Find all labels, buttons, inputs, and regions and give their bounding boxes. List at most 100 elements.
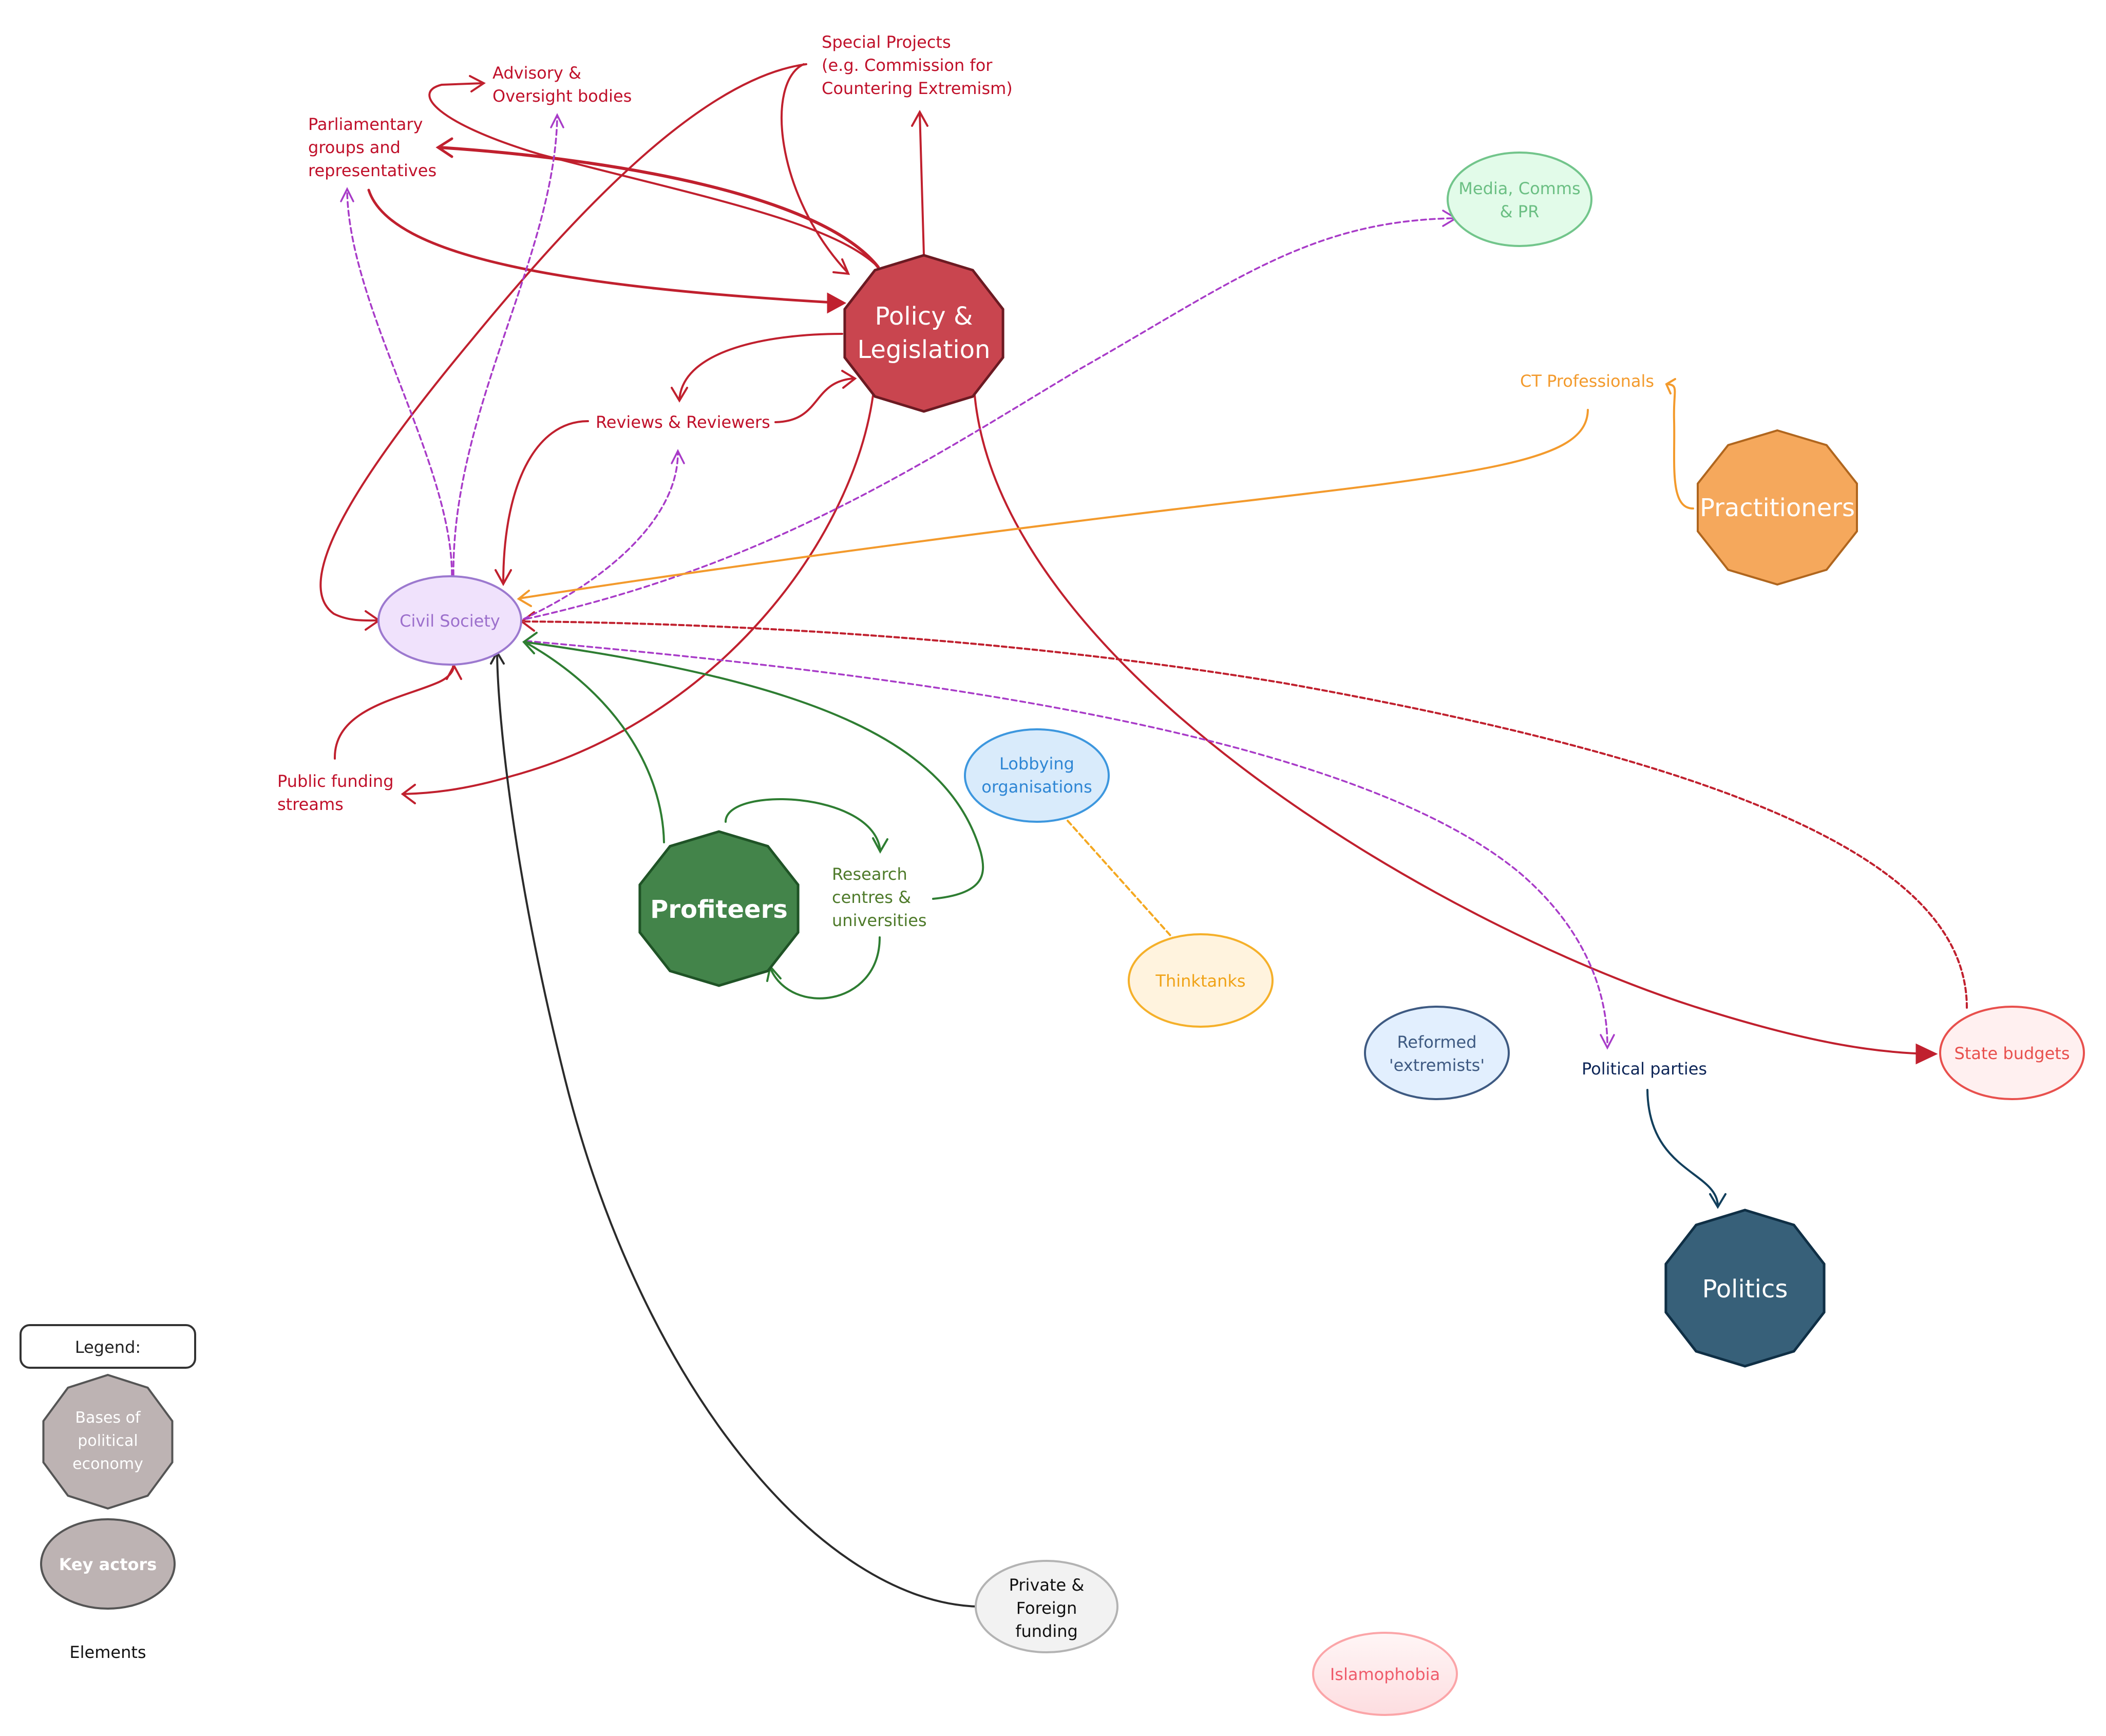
legend-elements-label: Elements — [69, 1643, 146, 1662]
link-civil-society-to-political-parties — [525, 640, 1608, 1046]
link-research-to-profiteers — [769, 936, 881, 999]
arrowhead-parliamentary-purple — [340, 187, 354, 202]
lobbying-label-line2: organisations — [981, 777, 1092, 797]
node-thinktanks[interactable]: Thinktanks — [1128, 933, 1274, 1028]
arrowhead-civil-society-orange — [517, 590, 532, 607]
advisory-line1: Advisory & — [492, 63, 581, 83]
link-civil-society-to-advisory — [452, 116, 558, 576]
node-civil-society[interactable]: Civil Society — [377, 575, 522, 666]
arrowhead-ct-professionals — [1665, 378, 1676, 394]
legend: Legend: Bases of political economy Key a… — [20, 1324, 196, 1662]
political-parties-label: Political parties — [1582, 1059, 1707, 1079]
private-label-line3: funding — [1015, 1621, 1078, 1641]
reviews-label: Reviews & Reviewers — [596, 412, 770, 432]
legend-bases-line1: Bases of — [75, 1409, 141, 1427]
link-policy-to-reviews — [678, 333, 843, 401]
arrowhead-special-projects — [911, 109, 928, 127]
arrowhead-reviews — [671, 387, 688, 403]
link-special-projects-to-policy — [781, 63, 848, 273]
element-parliamentary-groups[interactable]: Parliamentary groups and representatives — [308, 115, 437, 180]
arrowhead-reviews-purple — [671, 449, 685, 464]
arrowhead-advisory-purple — [550, 113, 564, 128]
link-policy-to-state-budgets — [974, 394, 1932, 1055]
ct-professionals-label: CT Professionals — [1520, 371, 1654, 391]
node-reformed-extremists[interactable]: Reformed 'extremists' — [1364, 1006, 1510, 1100]
link-reviews-to-civil-society — [502, 420, 589, 584]
link-policy-to-parliamentary — [438, 146, 880, 269]
arrowhead-political-parties — [1600, 1034, 1615, 1050]
node-practitioners[interactable]: Practitioners — [1697, 429, 1858, 586]
node-lobbying-organisations[interactable]: Lobbying organisations — [964, 728, 1110, 823]
arrowhead-policy-from-reviews — [841, 370, 857, 389]
legend-title-box — [20, 1324, 196, 1369]
element-political-parties[interactable]: Political parties — [1582, 1059, 1707, 1079]
arrowhead-research — [872, 837, 888, 854]
arrowhead-state-budgets — [1915, 1043, 1938, 1065]
reformed-label-line2: 'extremists' — [1389, 1055, 1485, 1075]
element-public-funding-streams[interactable]: Public funding streams — [277, 771, 394, 814]
link-parliamentary-to-policy — [367, 188, 844, 305]
policy-label-line1: Policy & — [875, 302, 973, 331]
lobbying-label-line1: Lobbying — [999, 754, 1074, 773]
practitioners-label: Practitioners — [1700, 494, 1855, 522]
node-islamophobia[interactable]: Islamophobia — [1312, 1632, 1458, 1716]
node-profiteers[interactable]: Profiteers — [638, 830, 800, 987]
media-label-line1: Media, Comms — [1458, 179, 1580, 198]
node-state-budgets[interactable]: State budgets — [1939, 1006, 2085, 1100]
link-civil-society-to-media — [525, 217, 1454, 620]
thinktanks-label: Thinktanks — [1155, 971, 1245, 991]
research-line3: universities — [832, 911, 927, 930]
link-special-projects-to-civil-society — [319, 63, 807, 622]
element-reviews-reviewers[interactable]: Reviews & Reviewers — [596, 412, 770, 432]
reformed-label-line1: Reformed — [1397, 1032, 1476, 1052]
link-state-budgets-to-civil-society — [523, 620, 1968, 1009]
profiteers-label: Profiteers — [650, 895, 788, 924]
legend-bases-item: Bases of political economy — [42, 1373, 174, 1510]
arrowhead-policy-left — [827, 292, 847, 314]
public-funding-line1: Public funding — [277, 771, 394, 791]
link-civil-society-to-reviews — [523, 452, 679, 620]
node-politics[interactable]: Politics — [1664, 1209, 1826, 1368]
link-policy-to-public-funding — [402, 394, 874, 795]
arrowhead-policy-from-special — [832, 258, 850, 275]
special-projects-line2: (e.g. Commission for — [822, 55, 993, 75]
arrowhead-civil-society-top — [495, 569, 512, 587]
civil-society-label: Civil Society — [400, 611, 500, 631]
arrowhead-civil-society-bottom — [446, 663, 462, 680]
legend-title: Legend: — [75, 1337, 141, 1357]
legend-key-actors-item: Key actors — [40, 1518, 176, 1610]
private-label-line1: Private & — [1009, 1575, 1085, 1595]
link-profiteers-to-research — [725, 798, 881, 851]
element-advisory-oversight[interactable]: Advisory & Oversight bodies — [492, 63, 632, 106]
media-label-line2: & PR — [1500, 202, 1540, 221]
node-policy-legislation[interactable]: Policy & Legislation — [843, 254, 1004, 413]
link-practitioners-to-ct-professionals — [1666, 383, 1694, 510]
research-line1: Research — [832, 864, 907, 884]
arrowhead-public-funding — [401, 784, 416, 804]
link-political-parties-to-politics — [1646, 1089, 1719, 1205]
element-research-centres[interactable]: Research centres & universities — [832, 864, 927, 930]
arrowhead-parliamentary — [435, 137, 453, 158]
links — [319, 63, 1968, 1608]
private-label-line2: Foreign — [1016, 1598, 1077, 1618]
element-ct-professionals[interactable]: CT Professionals — [1520, 371, 1654, 391]
legend-key-actors-label: Key actors — [59, 1555, 157, 1574]
link-lobbying-thinktanks — [1049, 800, 1188, 955]
link-profiteers-to-civil-society — [524, 641, 665, 843]
state-budgets-label: State budgets — [1955, 1044, 2070, 1063]
public-funding-line2: streams — [277, 795, 344, 814]
link-reviews-to-policy — [774, 378, 853, 423]
link-public-funding-to-civil-society — [333, 666, 454, 760]
element-special-projects[interactable]: Special Projects (e.g. Commission for Co… — [822, 32, 1013, 98]
advisory-line2: Oversight bodies — [492, 86, 632, 106]
node-private-foreign-funding[interactable]: Private & Foreign funding — [975, 1560, 1118, 1653]
node-media-comms-pr[interactable]: Media, Comms & PR — [1447, 152, 1592, 247]
arrowhead-advisory — [469, 75, 486, 92]
link-policy-to-special-projects — [919, 112, 925, 255]
parliamentary-line1: Parliamentary — [308, 115, 423, 134]
arrowhead-civil-society-green — [522, 632, 538, 654]
link-research-to-civil-society — [524, 641, 984, 900]
legend-bases-line2: political — [78, 1432, 138, 1450]
legend-bases-line3: economy — [72, 1455, 143, 1473]
